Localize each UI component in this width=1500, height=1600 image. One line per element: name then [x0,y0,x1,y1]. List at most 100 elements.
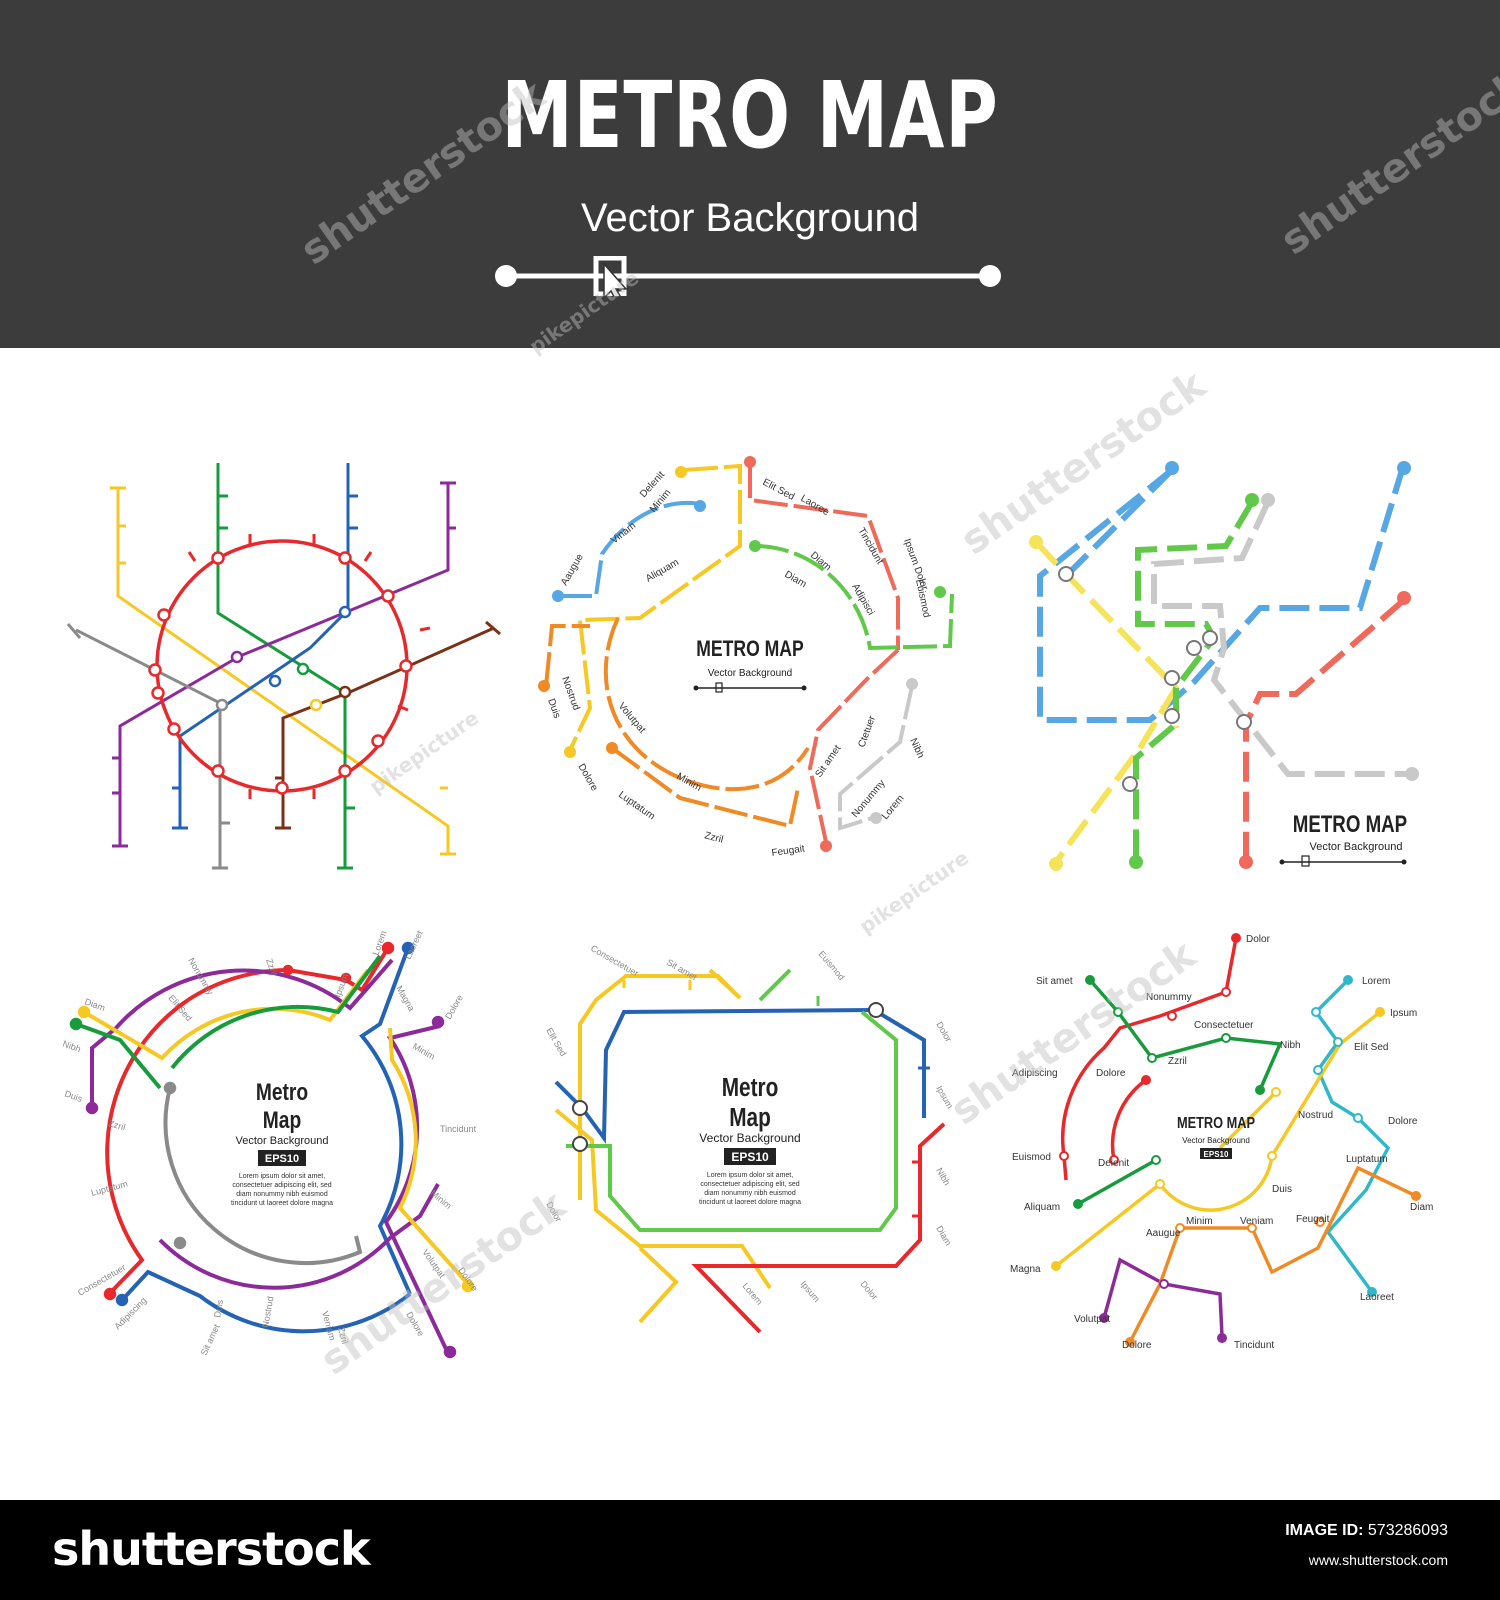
station-label: Luptatum [616,789,656,822]
station-label: Adipisci [849,582,876,617]
svg-text:Magna: Magna [394,984,416,1013]
panel2-subtitle: Vector Background [708,668,793,679]
station-label: Feugait [771,843,806,859]
panel5-subtitle: Vector Background [699,1131,800,1145]
station-label: Duis [545,697,562,720]
panel4-subtitle: Vector Background [236,1135,329,1147]
svg-text:Duis: Duis [212,1298,225,1318]
station-label: Dolore [575,762,599,793]
svg-text:Feugait: Feugait [1296,1214,1330,1225]
panel2-title: METRO MAP [696,637,803,661]
station-label: Nibh [907,737,926,760]
svg-text:Nostrud: Nostrud [260,1296,275,1329]
svg-text:Duis: Duis [1272,1184,1292,1195]
panel5-title: Metro [722,1073,779,1102]
svg-text:Nonummy: Nonummy [1146,992,1192,1003]
svg-text:Aliquam: Aliquam [1024,1202,1060,1213]
svg-text:Consectetuer: Consectetuer [76,1262,127,1297]
svg-text:Magna: Magna [1010,1264,1041,1275]
svg-text:Nibh: Nibh [934,1166,952,1187]
svg-text:Euismod: Euismod [816,949,846,982]
maps-grid: METRO MAP Vector Background Elit Sed Lao… [0,348,1500,1500]
panel6-badge: EPS10 [1204,1150,1229,1159]
svg-text:Zzril: Zzril [1168,1056,1187,1067]
svg-text:Veniam: Veniam [320,1310,337,1342]
svg-text:Dolore: Dolore [404,1310,426,1338]
svg-text:Elit Sed: Elit Sed [1354,1042,1388,1053]
svg-text:Minim: Minim [1186,1216,1213,1227]
main-subtitle: Vector Background [581,196,919,240]
panel6-title: METRO MAP [1177,1115,1255,1133]
svg-text:Ipsum: Ipsum [798,1279,821,1304]
station-label: Minim [675,771,704,794]
svg-text:Sit amet: Sit amet [1036,976,1073,987]
cursor-icon [603,262,628,296]
svg-text:Zzril: Zzril [336,1326,350,1345]
station-label: Aliquam [644,557,681,585]
map-panel-2: METRO MAP Vector Background Elit Sed Lao… [538,456,954,859]
map-panel-5: Metro Map Vector Background EPS10 Lorem … [544,943,955,1334]
svg-text:Consectetuer: Consectetuer [589,943,640,978]
svg-text:Dolore: Dolore [1122,1340,1152,1351]
panel4-badge: EPS10 [265,1153,299,1165]
svg-text:Volutpat: Volutpat [420,1247,447,1280]
svg-text:diam nonummy nibh euismod: diam nonummy nibh euismod [704,1190,796,1197]
footer-url: www.shutterstock.com [1308,1552,1448,1568]
panel4-title2: Map [263,1106,301,1134]
panel4-title: Metro [256,1078,308,1106]
svg-text:Lorem ipsum dolor sit amet,: Lorem ipsum dolor sit amet, [239,1173,325,1180]
svg-text:Dolore: Dolore [443,993,465,1021]
map-panel-1 [66,463,501,870]
svg-text:Zzril: Zzril [107,1118,126,1132]
map-panel-3: METRO MAP Vector Background [1029,461,1419,871]
svg-text:Dolore: Dolore [1388,1116,1418,1127]
slider-decoration [495,256,1001,296]
panel5-title2: Map [729,1103,771,1132]
image-id: IMAGE ID: 573286093 [1285,1522,1448,1539]
svg-text:Dolor: Dolor [858,1279,879,1302]
map-panel-6: METRO MAP Vector Background EPS10 Dolor … [1010,933,1433,1351]
svg-text:Laoreet: Laoreet [1360,1292,1394,1303]
svg-text:diam nonummy nibh euismod: diam nonummy nibh euismod [236,1191,328,1198]
station-label: Vinam [609,520,638,546]
svg-text:Ipsum: Ipsum [1390,1008,1417,1019]
station-label: Zzril [703,830,724,846]
panel3-subtitle: Vector Background [1310,841,1403,853]
header-banner: METRO MAP Vector Background [0,0,1500,348]
svg-text:Dolor: Dolor [934,1020,953,1044]
svg-text:consectetuer adipiscing elit,: consectetuer adipiscing elit, sed [232,1182,331,1189]
svg-text:Diam: Diam [934,1224,953,1247]
maps-canvas: METRO MAP Vector Background Elit Sed Lao… [61,456,1433,1359]
svg-text:Nostrud: Nostrud [1298,1110,1333,1121]
station-label: Aaugue [559,552,586,588]
svg-text:Lorem: Lorem [740,1281,764,1307]
svg-text:tincidunt ut laoreet dolore ma: tincidunt ut laoreet dolore magna [231,1200,333,1207]
svg-text:Consectetuer: Consectetuer [1194,1020,1254,1031]
panel5-badge: EPS10 [731,1150,769,1164]
station-label: Lorem [880,793,907,822]
svg-text:Adipiscing: Adipiscing [1012,1068,1058,1079]
svg-text:Sit amet: Sit amet [199,1322,222,1357]
svg-text:Nibh: Nibh [1280,1040,1301,1051]
map-panel-4: Metro Map Vector Background EPS10 Lorem … [61,929,480,1359]
station-label: Ctetuer [856,714,878,749]
svg-text:Minim: Minim [411,1041,437,1062]
station-label: Elit Sed [761,477,797,503]
svg-text:Nibh: Nibh [61,1038,82,1054]
svg-text:Lorem: Lorem [1362,976,1390,987]
svg-text:Minim: Minim [429,1188,454,1211]
main-title: METRO MAP [501,62,999,169]
svg-text:Veniam: Veniam [1240,1216,1273,1227]
svg-text:Luptatum: Luptatum [1346,1154,1388,1165]
station-label: Volutpat [616,701,648,736]
svg-text:Dolor: Dolor [544,1200,563,1224]
svg-text:Diam: Diam [1410,1202,1433,1213]
panel3-title: METRO MAP [1293,811,1407,838]
svg-text:Duis: Duis [63,1088,84,1104]
footer-bar: shutterstock IMAGE ID: 573286093 www.shu… [0,1500,1500,1600]
panel6-subtitle: Vector Background [1182,1136,1250,1145]
svg-text:Dolor: Dolor [1246,934,1271,945]
svg-text:Elit Sed: Elit Sed [544,1026,568,1058]
shutterstock-logo: shutterstock [52,1522,371,1576]
svg-text:consectetuer adipiscing elit,: consectetuer adipiscing elit, sed [700,1181,799,1188]
